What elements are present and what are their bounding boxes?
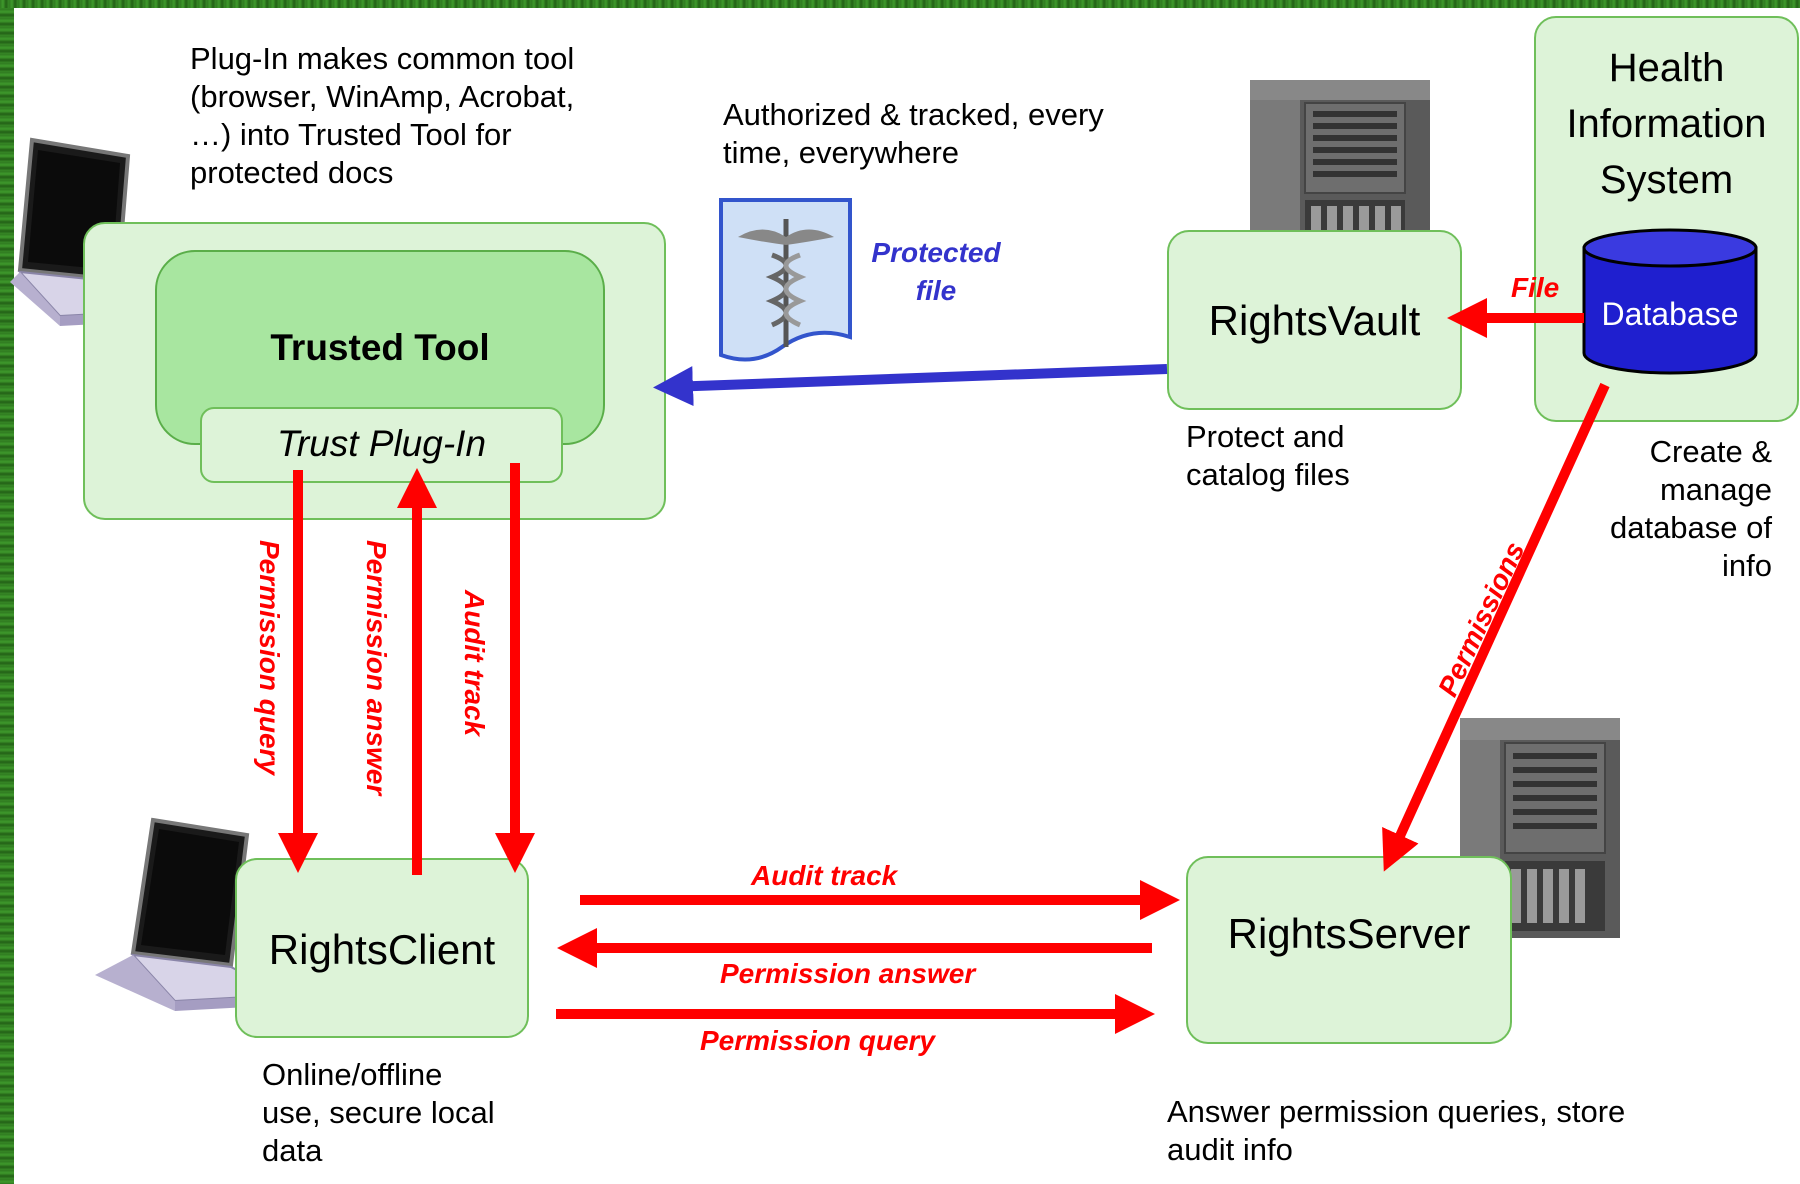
rightsserver-box: RightsServer: [1186, 856, 1512, 1044]
protected-file-label: Protected file: [871, 237, 1001, 306]
laptop-icon: [95, 817, 289, 1011]
permission-query-h-label: Permission query: [700, 1025, 935, 1056]
server-icon: [1460, 718, 1620, 938]
permission-answer-h-label: Permission answer: [720, 958, 976, 989]
create-manage-note: Create & manage database of info: [1609, 434, 1772, 583]
audit-track-h-label: Audit track: [751, 860, 898, 891]
authorized-note: Authorized & tracked, every time, everyw…: [723, 97, 1104, 170]
database-cylinder-icon: [1582, 228, 1758, 375]
plugin-description: Plug-In makes common tool (browser, WinA…: [190, 41, 575, 190]
trusted-tool-label: Trusted Tool: [270, 327, 490, 368]
answer-queries-note: Answer permission queries, store audit i…: [1167, 1094, 1626, 1167]
rightsclient-box: RightsClient: [235, 858, 529, 1038]
permission-answer-v-label: Permission answer: [361, 540, 392, 796]
protect-catalog-note: Protect and catalog files: [1186, 419, 1350, 492]
permission-query-v-label: Permission query: [254, 540, 285, 775]
file-label: File: [1511, 272, 1560, 303]
rightsserver-label: RightsServer: [1227, 910, 1471, 957]
database-label: Database: [1601, 296, 1739, 332]
arrow-protected-file: [653, 364, 1168, 407]
trust-plugin-label: Trust Plug-In: [276, 423, 487, 464]
trust-plugin-box: Trust Plug-In: [200, 407, 563, 483]
audit-track-v-label: Audit track: [459, 590, 490, 737]
online-offline-note: Online/offline use, secure local data: [262, 1057, 495, 1168]
green-frame-left: [0, 0, 14, 1184]
arrow-permissions: [1382, 382, 1610, 872]
rightsclient-label: RightsClient: [268, 926, 496, 973]
green-frame-top: [0, 0, 1800, 8]
caduceus-document-icon: [719, 198, 852, 362]
rightsvault-box: RightsVault: [1167, 230, 1462, 410]
rightsvault-label: RightsVault: [1208, 297, 1421, 344]
his-label: Health Information System: [1566, 46, 1767, 202]
